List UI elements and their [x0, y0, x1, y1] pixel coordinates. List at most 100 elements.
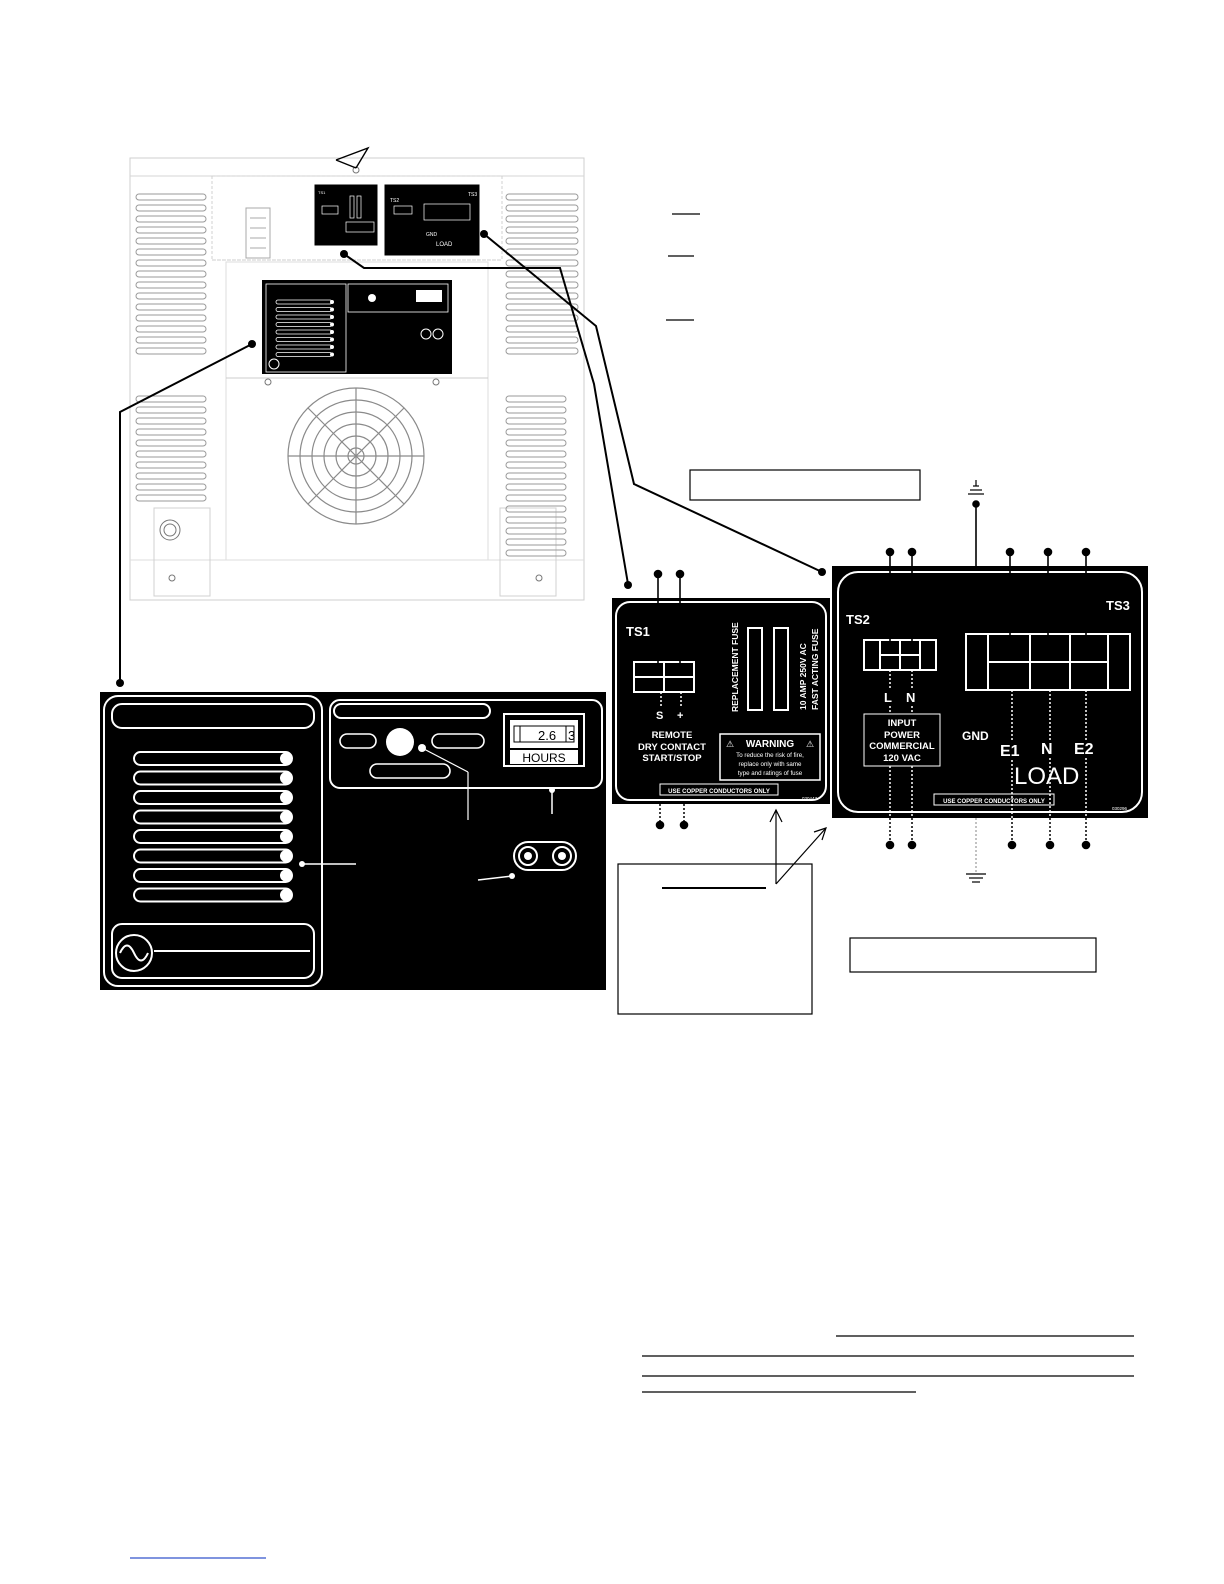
louver-slat [135, 347, 207, 355]
ts2-terminal-n: N [906, 690, 915, 705]
ts1-wire-terminals [653, 569, 689, 830]
ts1-remote-line-1: REMOTE [652, 730, 693, 741]
e2-label: E2 [1074, 741, 1094, 758]
ts1-remote-line-2: DRY CONTACT [638, 742, 706, 753]
ts23-wire-dotted-in [889, 670, 1087, 818]
small-indicator-led [330, 315, 334, 319]
louver-slat [505, 472, 567, 480]
louver-slat [505, 347, 579, 355]
svg-text:TS1: TS1 [318, 190, 326, 195]
indicator-led [280, 889, 292, 901]
louver-slat [135, 483, 207, 491]
louver-slat [505, 314, 579, 322]
svg-text:GND: GND [426, 232, 438, 238]
louver-slat [505, 226, 579, 234]
louver-slat [135, 292, 207, 300]
ts1-part-number: 030447 [802, 796, 818, 801]
fuse-slot-1 [747, 627, 763, 711]
small-ts23-label: TS2 TS3 GND LOAD [383, 183, 481, 257]
ts23-label-detail: TS2 TS3 L N INPUT POWER COMMERCIAL 120 V… [832, 566, 1148, 818]
roof-callout-lines [335, 146, 370, 169]
ts1-title: TS1 [626, 624, 650, 639]
ts3-title: TS3 [1106, 598, 1130, 613]
hour-meter-value: 2.6 [538, 728, 556, 743]
small-indicator-led [330, 345, 334, 349]
ts2-title: TS2 [846, 612, 870, 627]
warning-line-2: replace only with same [739, 761, 802, 768]
small-indicator-led [330, 322, 334, 327]
indicator-slots [133, 751, 293, 903]
left-louvers-lower [135, 395, 207, 502]
louver-slat [505, 483, 567, 491]
ts23-wire-dotted-out [889, 818, 1087, 842]
small-indicator-led [330, 337, 334, 342]
input-line-1: INPUT [888, 718, 917, 729]
louver-slat [505, 538, 567, 546]
leader-dots [116, 230, 826, 687]
louver-slat [135, 226, 207, 234]
louver-slat [505, 406, 567, 414]
ts1-wire-dotted [660, 692, 682, 708]
input-line-4: 120 VAC [883, 753, 921, 764]
ts1-copper-note: USE COPPER CONDUCTORS ONLY [668, 789, 770, 795]
fuse-slot-2 [773, 627, 789, 711]
screw-holes [159, 166, 543, 582]
louver-slat [135, 406, 207, 414]
load-label: LOAD [1014, 763, 1079, 790]
ts1-terminal-plus: + [677, 710, 683, 722]
louver-slat [505, 450, 567, 458]
sine-wave-icon [115, 934, 153, 972]
ts1-terminal-s: S [656, 710, 663, 722]
louver-slat [505, 549, 567, 557]
right-louvers [505, 193, 579, 355]
small-indicator-led [330, 307, 334, 312]
louver-slat [135, 439, 207, 447]
ts1-remote-line-3: START/STOP [642, 753, 702, 764]
louver-slat [135, 472, 207, 480]
indicator-led [280, 791, 292, 804]
text-placeholders [130, 213, 1134, 1559]
svg-text:TS3: TS3 [468, 192, 477, 198]
input-line-3: COMMERCIAL [869, 741, 935, 752]
louver-slat [505, 395, 567, 403]
louver-slat [135, 193, 207, 201]
small-ts1-label: TS1 [313, 183, 379, 247]
warning-title: WARNING [746, 739, 795, 750]
ground-symbols [966, 480, 986, 883]
fan-grille [287, 387, 425, 525]
input-power-box [863, 713, 941, 767]
warning-right-icon: ⚠ [806, 739, 814, 749]
control-panel-detail: 2.6 3 HOURS [100, 692, 606, 990]
svg-text:TS2: TS2 [390, 198, 399, 204]
hour-meter-tenth: 3 [568, 728, 575, 743]
louver-slat [135, 237, 207, 245]
louver-slat [505, 193, 579, 201]
louver-slat [135, 325, 207, 333]
left-louvers [135, 193, 207, 355]
louver-slat [135, 248, 207, 256]
louver-slat [505, 439, 567, 447]
gnd-label: GND [962, 729, 989, 743]
louver-slat [505, 494, 567, 502]
e1-label: E1 [1000, 743, 1020, 760]
louver-slat [505, 325, 579, 333]
ts1-label-detail: TS1 S + REMOTE DRY CONTACT START/STOP RE… [612, 598, 830, 804]
louver-slat [135, 270, 207, 278]
louver-slat [135, 417, 207, 425]
louver-slat [135, 259, 207, 267]
louver-slat [505, 270, 579, 278]
louver-slat [135, 204, 207, 212]
louver-slat [505, 516, 567, 524]
indicator-led [280, 850, 292, 862]
small-indicator-led [330, 352, 334, 357]
louver-slat [505, 527, 567, 535]
ts23-wire-terminals [885, 500, 1091, 850]
louver-slat [505, 505, 567, 513]
circuit-breaker [513, 841, 577, 871]
louver-slat [135, 281, 207, 289]
ts2-terminal-l: L [884, 690, 892, 705]
warning-left-icon: ⚠ [726, 739, 734, 749]
ts1-fuse-rating-1: 10 AMP 250V AC [798, 643, 808, 710]
louver-slat [505, 461, 567, 469]
